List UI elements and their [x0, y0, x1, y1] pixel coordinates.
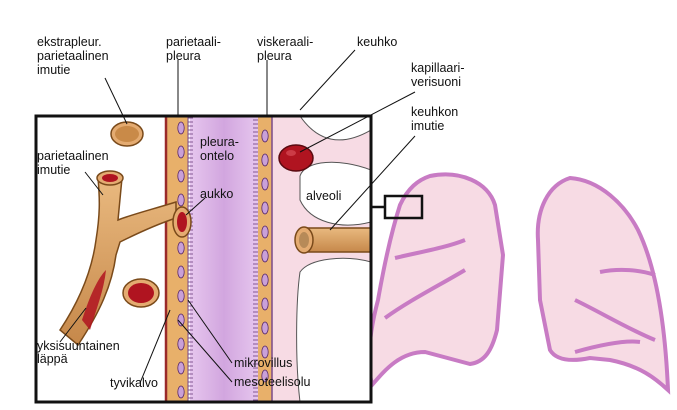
right-lung-fissure-3	[574, 339, 641, 354]
alveolus-middle	[299, 161, 371, 226]
label-valve-line1: yksisuuntainen	[37, 339, 120, 353]
label-pleural-cavity-line1: pleura-	[200, 135, 239, 149]
right-lung-fissure-1	[599, 267, 656, 277]
label-parietal-lymph-line1: parietaalinen	[37, 149, 109, 163]
label-extrapleural-line2: parietaalinen	[37, 49, 109, 63]
label-visceral-pleura-line2: pleura	[257, 49, 292, 63]
right-lung-fissure-2	[574, 298, 656, 342]
one-way-valve	[82, 270, 106, 330]
label-basement-membrane: tyvikalvo	[110, 376, 158, 390]
microvilli-visceral	[253, 119, 258, 401]
capillary	[278, 144, 314, 172]
label-parietal-pleura-line2: pleura	[166, 49, 201, 63]
label-extrapleural-line1: ekstrapleur.	[37, 35, 102, 49]
magnified-box-frame	[34, 114, 373, 404]
left-lung-fissure-1	[394, 238, 466, 260]
label-alveolus: alveoli	[306, 189, 341, 203]
label-pulmonary-lymph-line2: imutie	[411, 119, 444, 133]
label-parietal-lymph-line2: imutie	[37, 163, 70, 177]
label-stoma: aukko	[200, 187, 233, 201]
leader-lines	[59, 49, 416, 384]
label-extrapleural-line3: imutie	[37, 63, 70, 77]
left-lung	[367, 172, 506, 390]
label-microvillus: mikrovillus	[234, 356, 292, 370]
left-lung-fissure-2	[383, 268, 467, 320]
label-lung: keuhko	[357, 35, 397, 49]
label-pleural-cavity-line2: ontelo	[200, 149, 234, 163]
label-capillary-line1: kapillaari-	[411, 61, 465, 75]
parietal-pleura-membrane	[166, 116, 188, 402]
right-lung	[535, 175, 671, 395]
label-visceral-pleura-line1: viskeraali-	[257, 35, 313, 49]
pleural-cavity	[190, 116, 258, 402]
label-capillary-line2: verisuoni	[411, 75, 461, 89]
label-pulmonary-lymph-line1: keuhkon	[411, 105, 458, 119]
mesothelial-cells	[177, 121, 269, 399]
label-parietal-pleura-line1: parietaali-	[166, 35, 221, 49]
label-valve-line2: läppä	[37, 352, 68, 366]
label-mesothelial-cell: mesoteelisolu	[234, 375, 310, 389]
